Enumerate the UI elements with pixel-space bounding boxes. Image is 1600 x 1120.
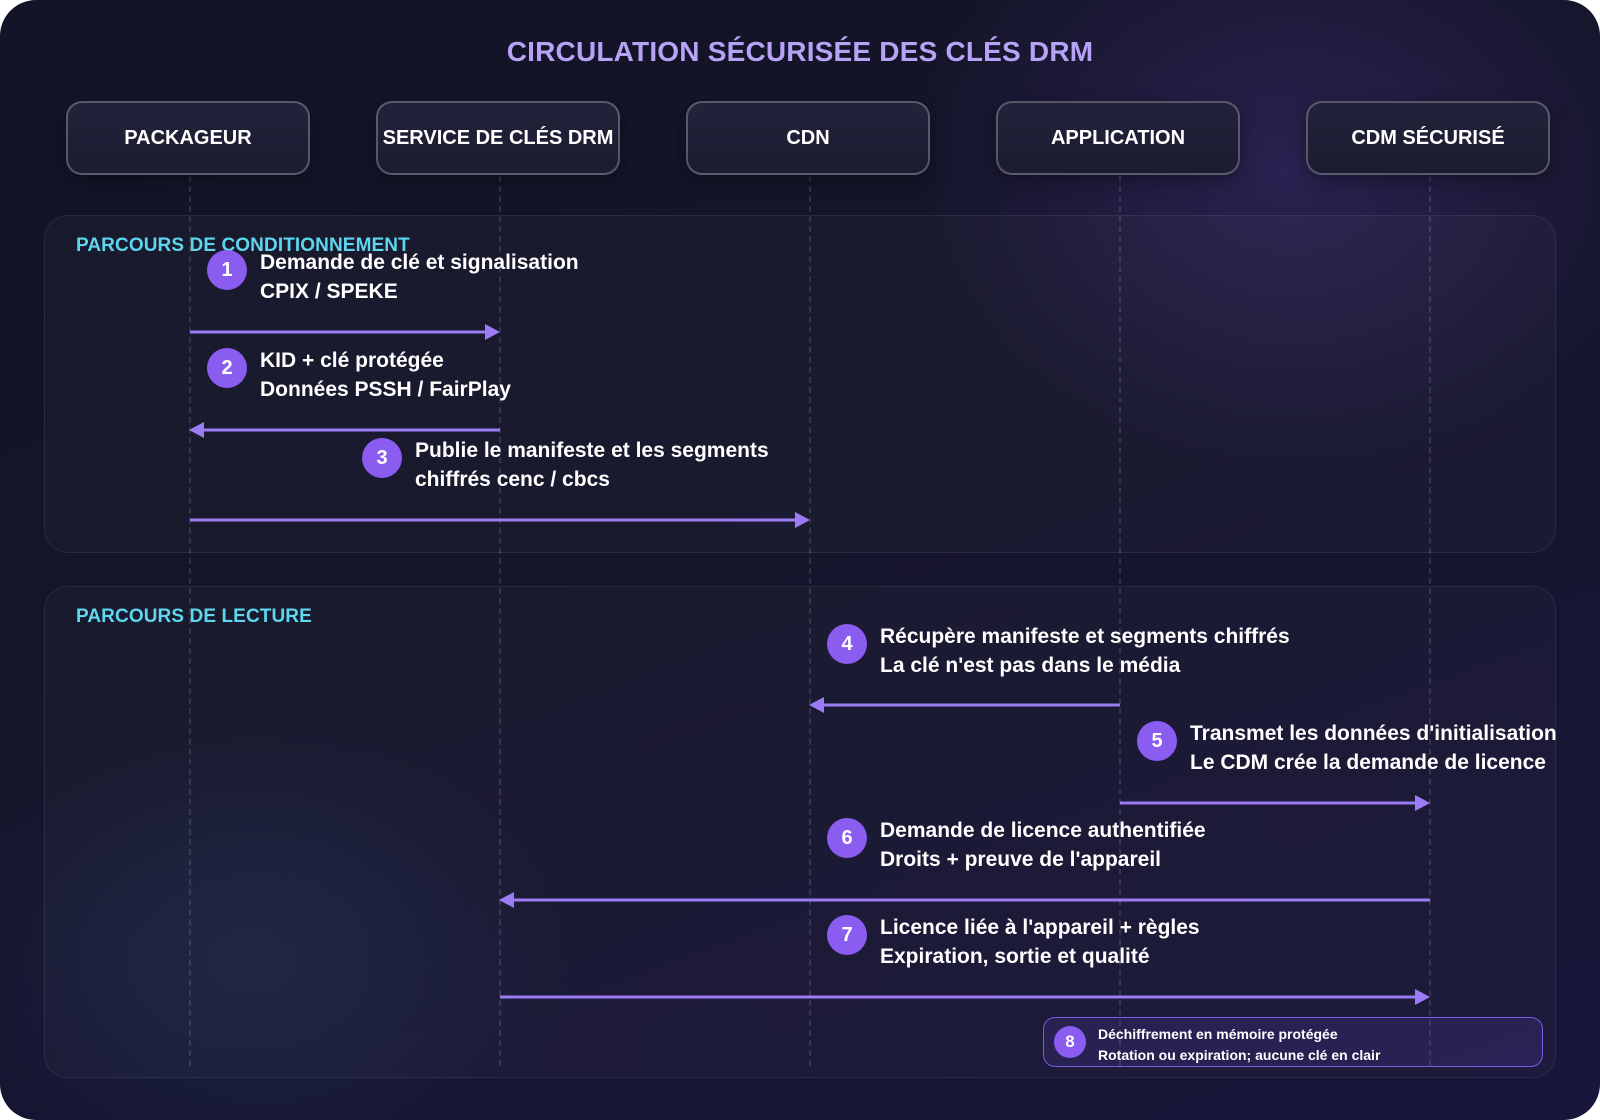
message-1-line1: Demande de clé et signalisation (260, 251, 579, 274)
message-2-label: KID + clé protégée Données PSSH / FairPl… (260, 346, 511, 404)
note-line1: Déchiffrement en mémoire protégée (1098, 1026, 1338, 1042)
message-5-label: Transmet les données d'initialisation Le… (1190, 719, 1557, 777)
message-6-line2: Droits + preuve de l'appareil (880, 848, 1162, 871)
section-label-lecture: PARCOURS DE LECTURE (76, 606, 312, 627)
actor-service-cles-drm: SERVICE DE CLÉS DRM (376, 101, 620, 175)
message-1-line2: CPIX / SPEKE (260, 280, 398, 303)
lifeline-application (1119, 176, 1121, 1066)
step-badge-3: 3 (362, 438, 402, 478)
lifeline-service-cles-drm (499, 176, 501, 1066)
section-conditionnement (44, 215, 1556, 553)
message-3-line1: Publie le manifeste et les segments (415, 439, 769, 462)
actor-cdm-securise: CDM SÉCURISÉ (1306, 101, 1550, 175)
note-dechiffrement: 8 Déchiffrement en mémoire protégée Rota… (1043, 1017, 1543, 1067)
actor-cdn: CDN (686, 101, 930, 175)
step-badge-1: 1 (207, 250, 247, 290)
arrow-1-head (485, 324, 500, 340)
step-badge-4: 4 (827, 624, 867, 664)
arrow-3-head (795, 512, 810, 528)
lifeline-cdn (809, 176, 811, 1066)
message-6-line1: Demande de licence authentifiée (880, 819, 1206, 842)
step-badge-2: 2 (207, 348, 247, 388)
message-2-line2: Données PSSH / FairPlay (260, 378, 511, 401)
message-4-line1: Récupère manifeste et segments chiffrés (880, 625, 1290, 648)
section-label-conditionnement: PARCOURS DE CONDITIONNEMENT (76, 235, 410, 256)
message-5-line1: Transmet les données d'initialisation (1190, 722, 1557, 745)
actor-packageur: PACKAGEUR (66, 101, 310, 175)
message-1-label: Demande de clé et signalisation CPIX / S… (260, 248, 579, 306)
message-7-label: Licence liée à l'appareil + règles Expir… (880, 913, 1200, 971)
arrow-4-head (809, 697, 824, 713)
message-3-line2: chiffrés cenc / cbcs (415, 468, 610, 491)
arrow-5-head (1415, 795, 1430, 811)
section-lecture (44, 586, 1556, 1078)
message-6-label: Demande de licence authentifiée Droits +… (880, 816, 1206, 874)
message-4-line2: La clé n'est pas dans le média (880, 654, 1181, 677)
step-badge-8: 8 (1054, 1026, 1086, 1058)
arrow-7-head (1415, 989, 1430, 1005)
message-4-label: Récupère manifeste et segments chiffrés … (880, 622, 1290, 680)
message-7-line1: Licence liée à l'appareil + règles (880, 916, 1200, 939)
message-3-label: Publie le manifeste et les segments chif… (415, 436, 769, 494)
note-line2: Rotation ou expiration; aucune clé en cl… (1098, 1047, 1381, 1063)
message-2-line1: KID + clé protégée (260, 349, 444, 372)
actor-application: APPLICATION (996, 101, 1240, 175)
message-7-line2: Expiration, sortie et qualité (880, 945, 1150, 968)
step-badge-6: 6 (827, 818, 867, 858)
note-label: Déchiffrement en mémoire protégée Rotati… (1098, 1024, 1380, 1066)
arrow-2-head (189, 422, 204, 438)
step-badge-7: 7 (827, 915, 867, 955)
arrow-6-head (499, 892, 514, 908)
lifeline-packageur (189, 176, 191, 1066)
message-5-line2: Le CDM crée la demande de licence (1190, 751, 1546, 774)
step-badge-5: 5 (1137, 721, 1177, 761)
diagram-title: CIRCULATION SÉCURISÉE DES CLÉS DRM (506, 36, 1094, 67)
lifeline-cdm-securise (1429, 176, 1431, 1066)
